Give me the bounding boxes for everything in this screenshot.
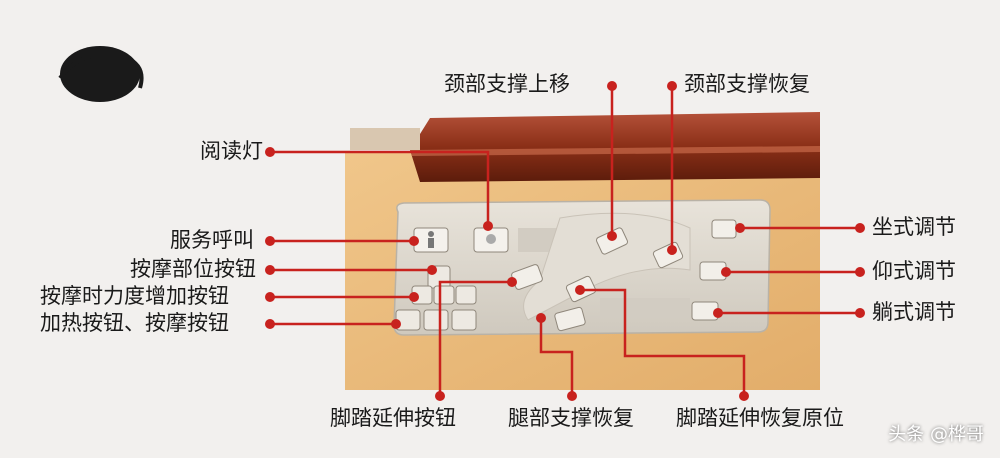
label-heat-massage: 加热按钮、按摩按钮 <box>40 311 229 335</box>
label-footrest-reset: 脚踏延伸恢复原位 <box>676 406 844 430</box>
pointer-dots <box>265 81 865 401</box>
massage-button <box>423 309 449 331</box>
label-massage-area: 按摩部位按钮 <box>130 257 256 281</box>
pointer-lines <box>270 86 860 396</box>
redaction-scribble <box>58 46 144 102</box>
label-sit-mode: 坐式调节 <box>872 215 956 239</box>
label-reading-light: 阅读灯 <box>200 139 263 163</box>
watermark: 头条 @桦哥 <box>888 424 984 445</box>
label-massage-strength: 按摩时力度增加按钮 <box>40 284 229 308</box>
label-recline-mode: 仰式调节 <box>872 259 956 283</box>
label-footrest-extend: 脚踏延伸按钮 <box>330 406 456 430</box>
label-leg-reset: 腿部支撑恢复 <box>508 406 634 430</box>
leg-reset-button <box>554 306 586 332</box>
label-neck-up: 颈部支撑上移 <box>444 72 570 96</box>
label-service-call: 服务呼叫 <box>170 228 254 252</box>
label-lie-flat-mode: 躺式调节 <box>872 300 956 324</box>
label-neck-reset: 颈部支撑恢复 <box>684 72 810 96</box>
sit-mode-button <box>711 219 737 239</box>
wood-tray <box>410 112 820 182</box>
